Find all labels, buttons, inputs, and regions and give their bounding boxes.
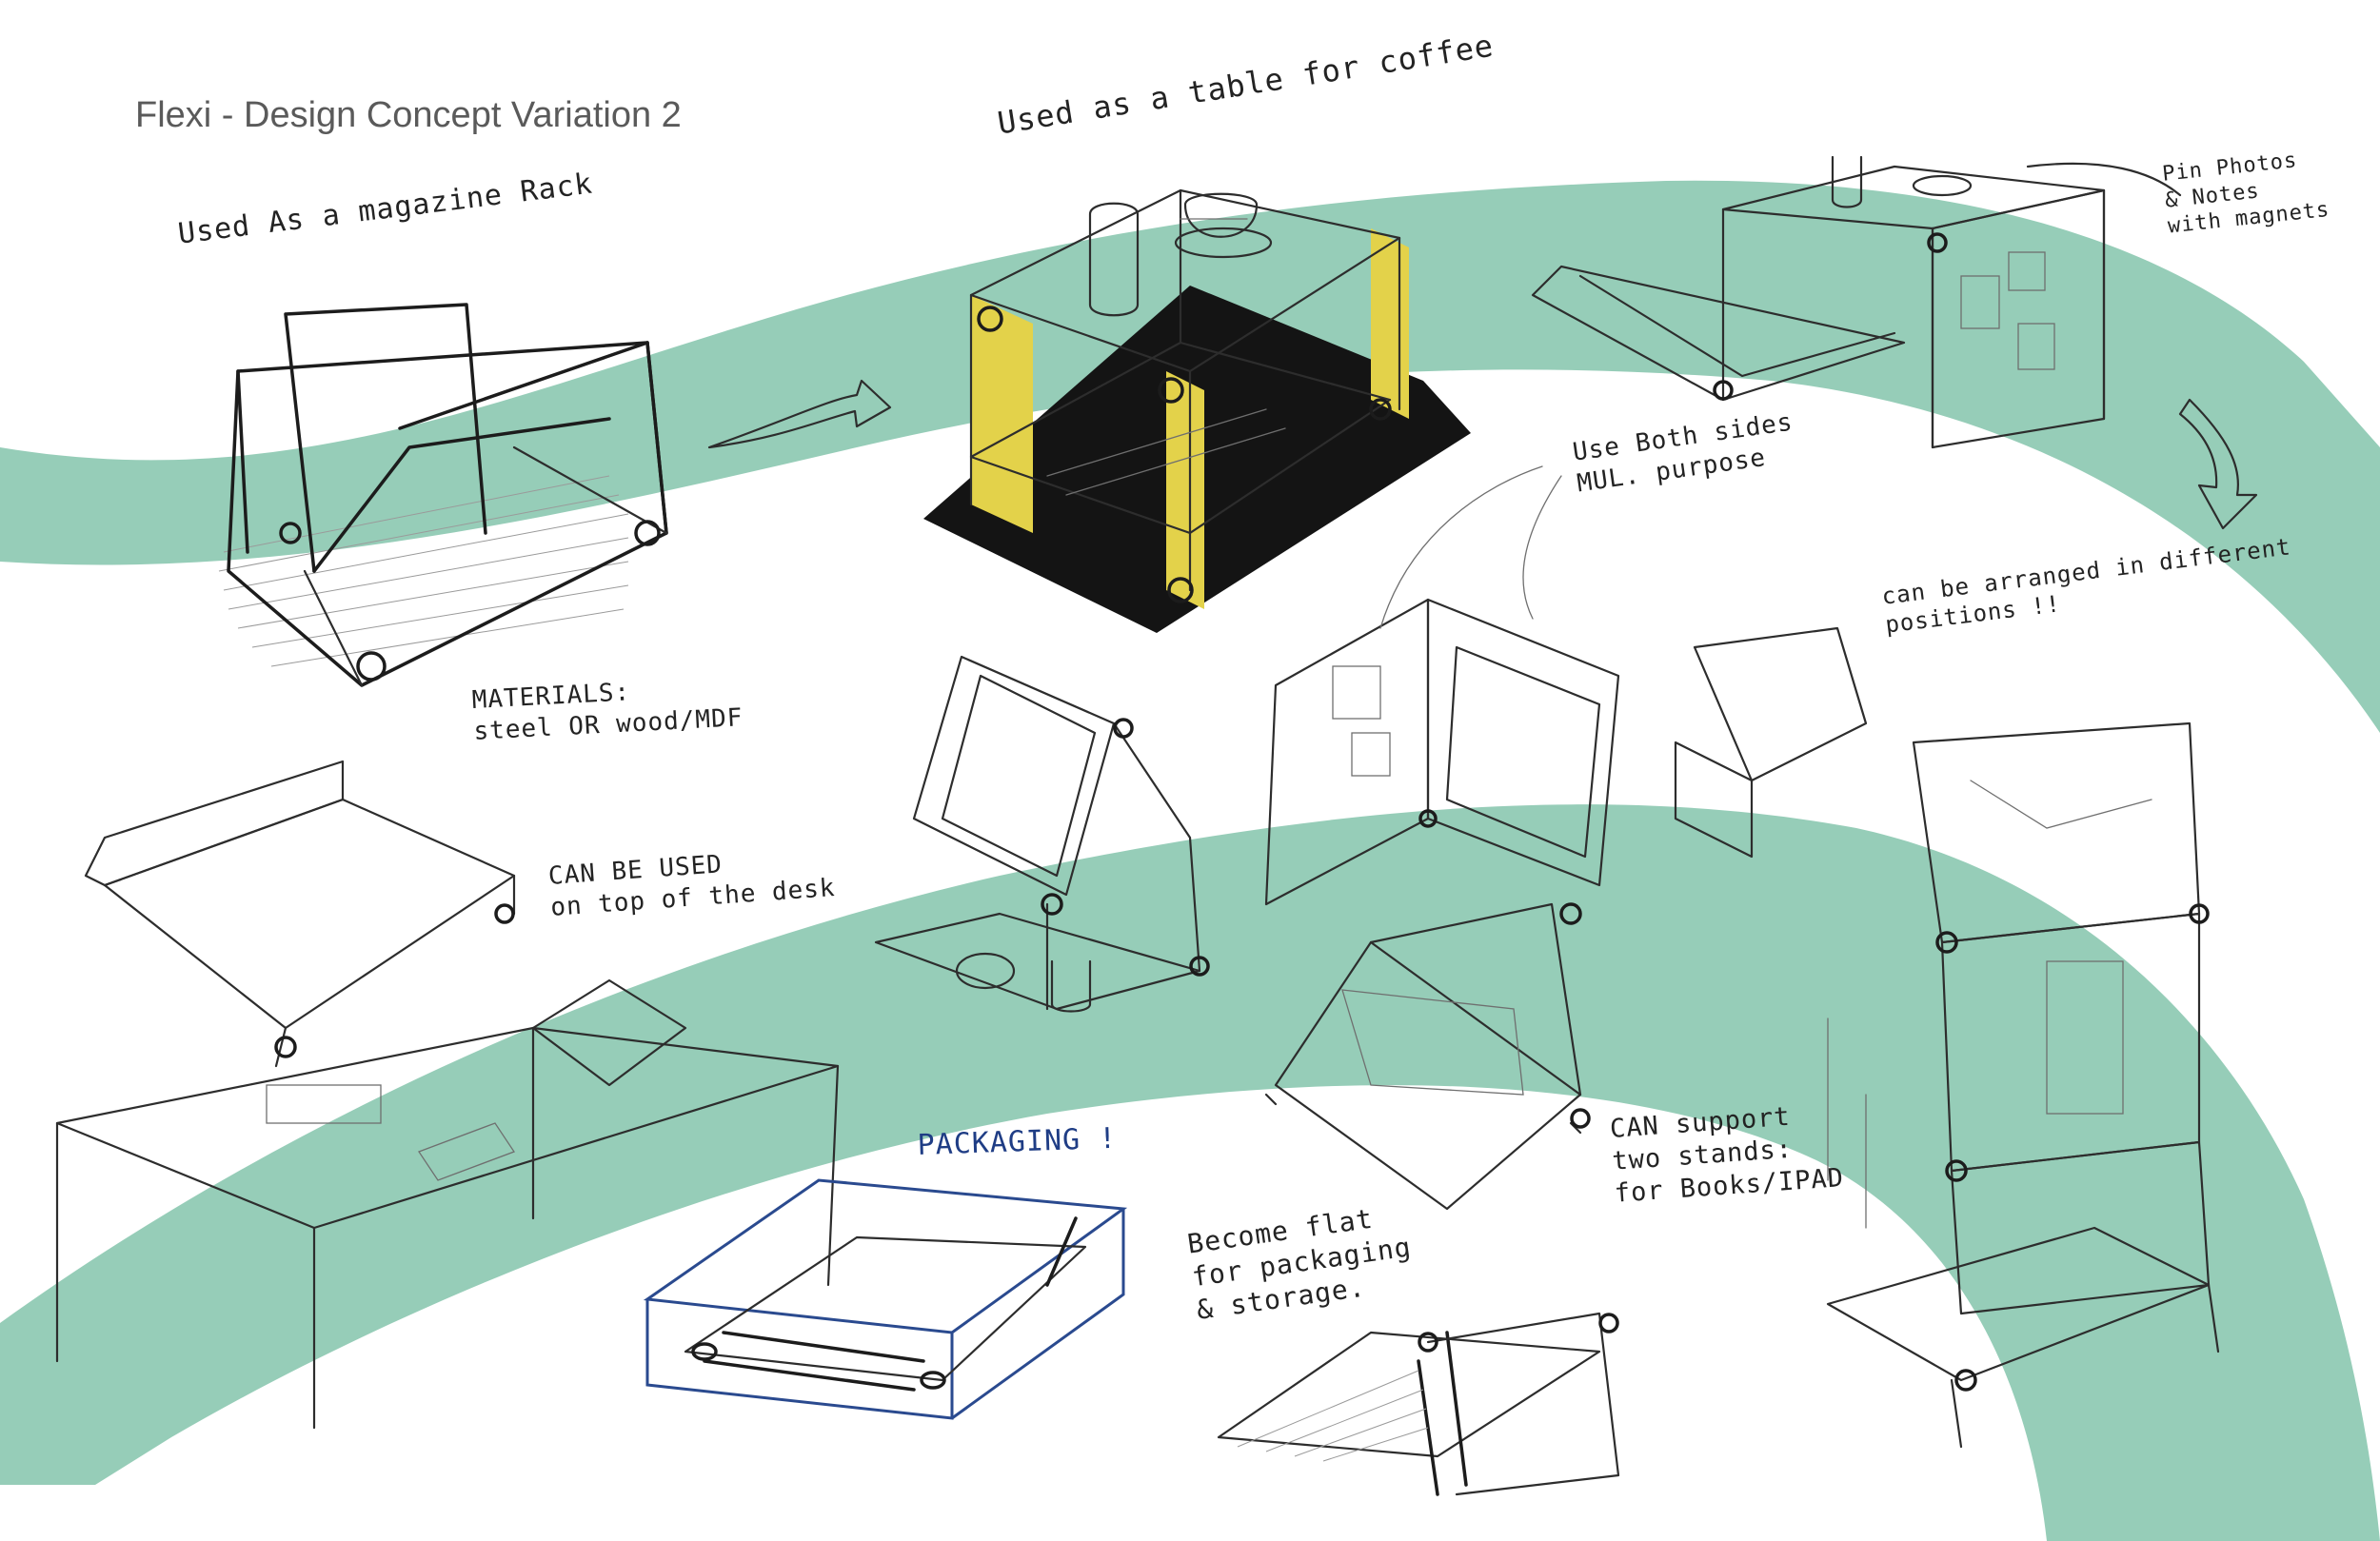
desk-sketch [55,760,840,1430]
magazine-rack-sketch [218,303,668,687]
stacked-stand-sketch [1674,626,2220,1449]
transition-arrow [707,379,892,449]
page-title: Flexi - Design Concept Variation 2 [135,95,682,135]
packaging-box-sketch [643,1178,1128,1420]
coffee-table-sketch [923,188,1471,633]
flat-stand-sketch [1217,1312,1620,1496]
upper-band [0,180,2380,733]
double-sided-board-sketch [1264,598,1620,1211]
tablet-frame-sketch [874,655,1210,1013]
rotation-arrow [2178,398,2258,530]
lower-band [0,804,2380,1541]
pin-board-table-sketch [1531,155,2182,449]
note-stands: CAN support two stands: for Books/IPAD [1609,1101,1845,1209]
pointer-lines [1180,218,1562,629]
note-packaging: PACKAGING ! [917,1121,1118,1162]
